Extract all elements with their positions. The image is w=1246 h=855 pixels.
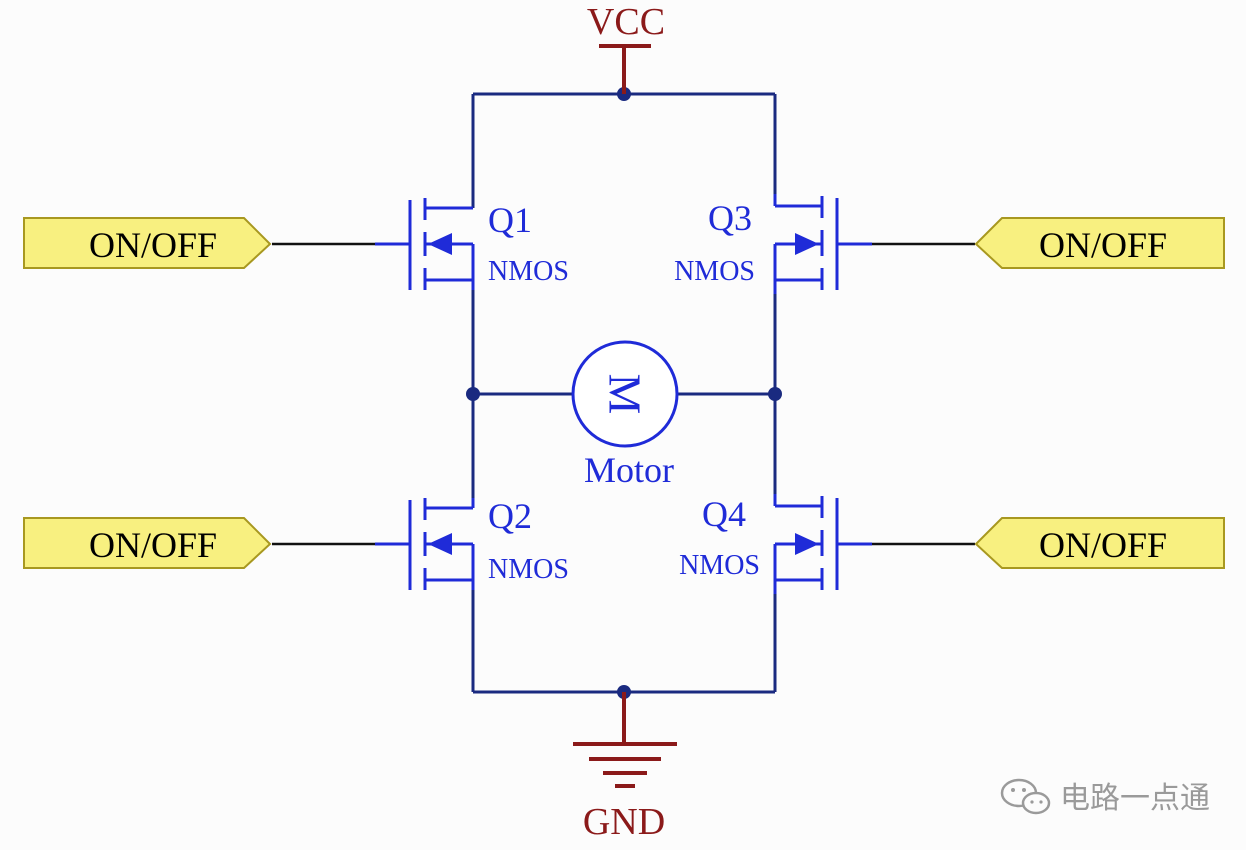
port-left-top-label: ON/OFF xyxy=(89,225,217,265)
transistor-q2 xyxy=(375,498,475,590)
port-left-bottom-shape xyxy=(23,517,272,569)
gnd-label: GND xyxy=(583,801,665,843)
port-right-top: ON/OFF xyxy=(974,217,1225,269)
transistor-q3 xyxy=(773,194,872,294)
q3-arrow xyxy=(795,233,819,255)
port-left-top-shape xyxy=(23,217,272,269)
wechat-bubble-small xyxy=(1021,791,1051,815)
motor-label: Motor xyxy=(584,450,674,490)
q4-type-label: NMOS xyxy=(679,550,760,581)
transistor-q4 xyxy=(773,494,872,594)
wires xyxy=(471,92,777,694)
port-left-top: ON/OFF xyxy=(23,217,272,269)
port-left-bottom: ON/OFF xyxy=(23,517,272,569)
port-right-bottom: ON/OFF xyxy=(974,517,1225,569)
q3-ref-label: Q3 xyxy=(708,198,752,238)
wechat-icon xyxy=(1000,778,1051,815)
q1-type-label: NMOS xyxy=(488,256,569,287)
q3-type-label: NMOS xyxy=(674,256,755,287)
gnd-symbol xyxy=(573,692,677,788)
watermark-text: 电路一点通 xyxy=(1060,781,1210,816)
port-left-bottom-label: ON/OFF xyxy=(89,525,217,565)
junction-right xyxy=(768,387,782,401)
q1-ref-label: Q1 xyxy=(488,200,532,240)
junction-left xyxy=(466,387,480,401)
port-right-bottom-shape xyxy=(974,517,1225,569)
gate-wires xyxy=(272,242,975,546)
port-right-top-shape xyxy=(974,217,1225,269)
motor-symbol: M xyxy=(600,374,651,415)
q2-type-label: NMOS xyxy=(488,554,569,585)
q1-arrow xyxy=(428,233,452,255)
q4-ref-label: Q4 xyxy=(702,494,746,534)
vcc-label: VCC xyxy=(587,1,665,43)
q2-ref-label: Q2 xyxy=(488,496,532,536)
port-right-bottom-label: ON/OFF xyxy=(1039,525,1167,565)
motor-icon xyxy=(571,340,679,448)
junctions xyxy=(466,87,782,699)
q4-arrow xyxy=(795,533,819,555)
port-right-top-label: ON/OFF xyxy=(1039,225,1167,265)
transistor-q1 xyxy=(375,198,475,290)
vcc-symbol xyxy=(599,44,651,94)
q2-arrow xyxy=(428,533,452,555)
